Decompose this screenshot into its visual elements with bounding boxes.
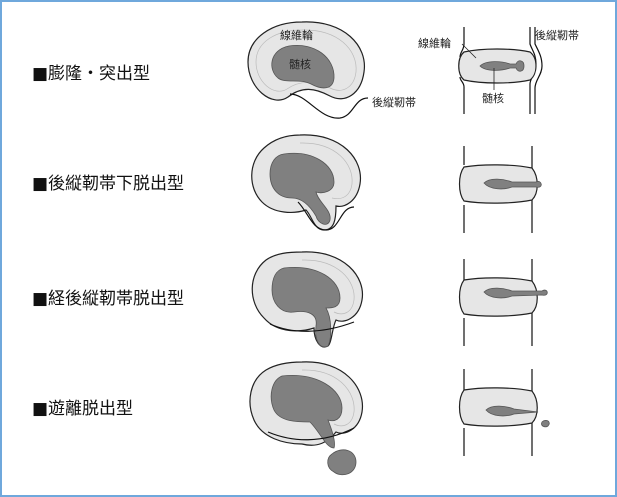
- sagittal-spine-sequestered: [458, 369, 550, 456]
- row-title-sequestered: ■遊離脱出型: [32, 399, 134, 419]
- label-nucleus-sagittal: 髄核: [482, 91, 504, 105]
- axial-disc-sequestered: [249, 361, 364, 476]
- sagittal-spine-transligamentous: [458, 259, 548, 346]
- row-title-bulging: ■膨隆・突出型: [32, 64, 151, 84]
- label-annulus-axial: 線維輪: [280, 28, 313, 42]
- label-ligament-axial: 後縦靭帯: [372, 95, 416, 109]
- label-ligament-sagittal: 後縦靭帯: [535, 28, 579, 42]
- row-title-transligamentous: ■経後縦靭帯脱出型: [32, 289, 185, 309]
- label-annulus-sagittal: 線維輪: [418, 36, 451, 50]
- row-title-subligamentous: ■後縦靭帯下脱出型: [32, 174, 185, 194]
- axial-disc-bulging: 線維輪 髄核 後縦靭帯: [247, 21, 416, 119]
- axial-disc-transligamentous: [251, 251, 364, 348]
- label-nucleus-axial: 髄核: [289, 57, 311, 71]
- sagittal-spine-bulging: 線維輪 髄核 後縦靭帯: [418, 27, 579, 114]
- axial-disc-subligamentous: [251, 134, 362, 231]
- sagittal-spine-subligamentous: [458, 146, 542, 233]
